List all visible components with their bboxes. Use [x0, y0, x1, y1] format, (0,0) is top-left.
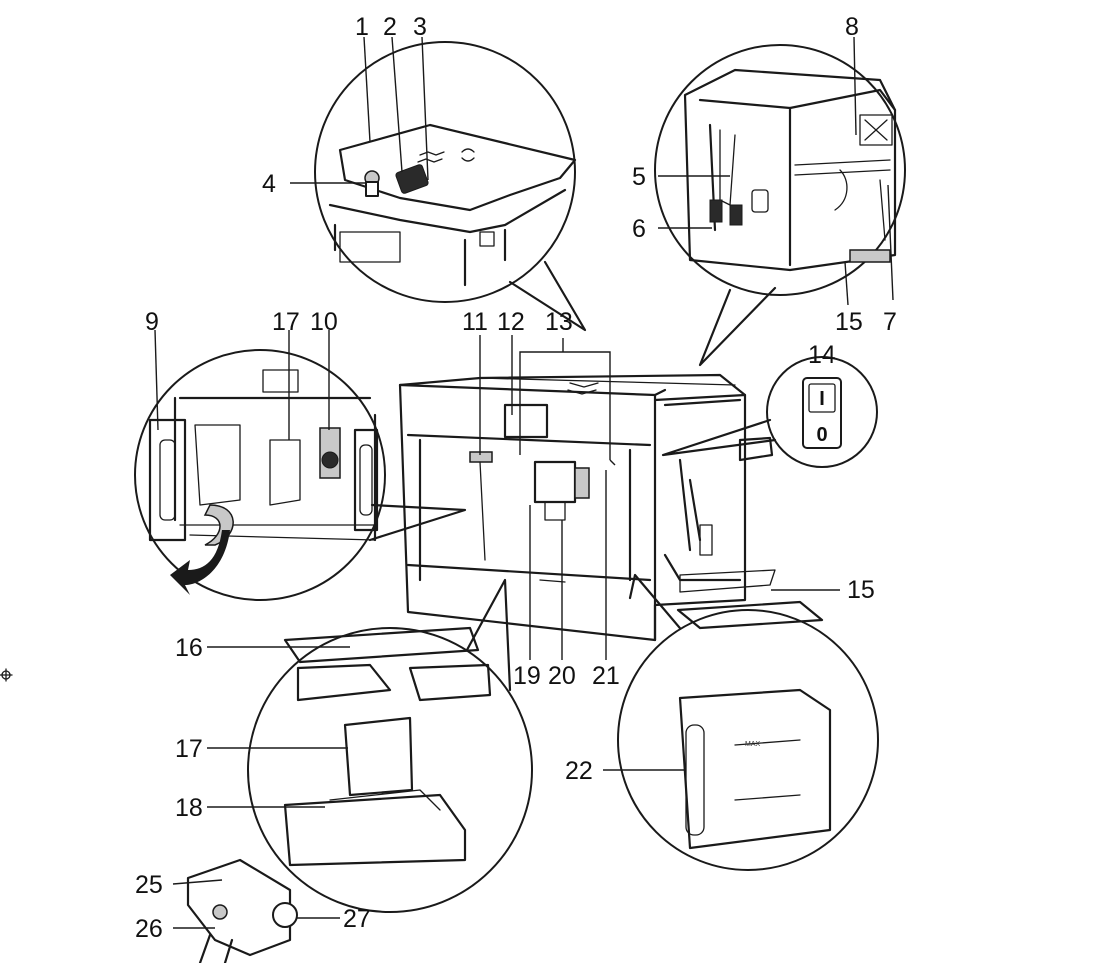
callout-8: 8: [845, 13, 859, 41]
callout-4: 4: [262, 170, 276, 198]
callout-21: 21: [592, 662, 620, 690]
detail-rear-connections: [654, 44, 906, 367]
callout-19: 19: [513, 662, 541, 690]
detail-top-lid: [314, 41, 587, 332]
detail-power-switch: I 0: [661, 356, 878, 468]
callout-17-top: 17: [272, 308, 300, 336]
registration-mark: [0, 668, 13, 682]
leader-lines: [154, 36, 894, 929]
switch-off-mark: 0: [816, 424, 827, 446]
callout-labels: 1 2 3 4 5 6 7 8 9 10 11 12 13 14 15 15 1…: [135, 13, 897, 943]
leader-wedge-bottom-right: [628, 573, 692, 642]
callout-3: 3: [413, 13, 427, 41]
detail-brewing-unit: [134, 349, 467, 601]
callout-1: 1: [355, 13, 369, 41]
callout-11: 11: [462, 308, 488, 336]
switch-on-mark: I: [819, 388, 825, 410]
callout-16: 16: [175, 634, 203, 662]
callout-22: 22: [565, 757, 593, 785]
callout-17-bottom: 17: [175, 735, 203, 763]
callout-7: 7: [883, 308, 897, 336]
milk-connector: [186, 858, 298, 963]
callout-25: 25: [135, 871, 163, 899]
callout-14: 14: [808, 341, 836, 369]
callout-27: 27: [343, 905, 371, 933]
callout-9: 9: [145, 308, 159, 336]
callout-2: 2: [383, 13, 397, 41]
detail-water-tank: MAX: [617, 600, 879, 871]
callout-20: 20: [548, 662, 576, 690]
callout-15-top: 15: [835, 308, 863, 336]
callout-5: 5: [632, 163, 646, 191]
callout-13: 13: [545, 308, 573, 336]
tank-max-mark: MAX: [745, 741, 761, 748]
detail-drip-tray: [247, 626, 533, 913]
callout-10: 10: [310, 308, 338, 336]
callout-26: 26: [135, 915, 163, 943]
leader-wedge-bottom-left: [453, 578, 512, 692]
callout-18: 18: [175, 794, 203, 822]
callout-12: 12: [497, 308, 525, 336]
main-machine: [398, 373, 776, 642]
callout-6: 6: [632, 215, 646, 243]
callout-15-side: 15: [847, 576, 875, 604]
